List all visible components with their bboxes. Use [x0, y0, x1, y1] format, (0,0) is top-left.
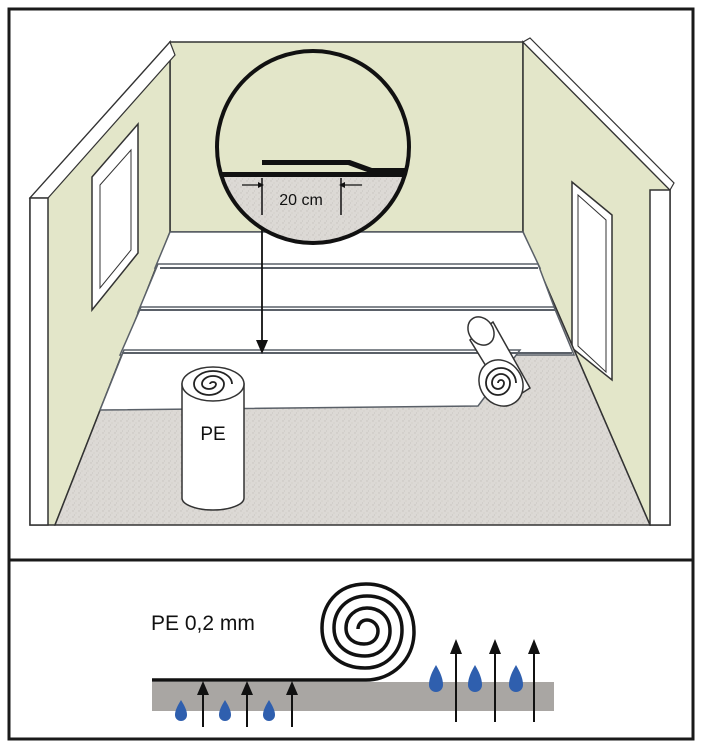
right-wall-front-edge [649, 189, 671, 526]
pe-roll-body [181, 383, 245, 511]
up-arrow-head [197, 681, 209, 695]
water-drop-icon [509, 665, 523, 692]
loupe-ring [215, 49, 411, 245]
ground-layer [152, 682, 554, 711]
right-door-panel [577, 193, 607, 374]
water-drop-icon [468, 665, 482, 692]
left-wall-front-edge [29, 197, 49, 526]
water-drop-icon [263, 700, 275, 721]
water-drop-icon [175, 700, 187, 721]
pe-roll: PE [181, 366, 245, 511]
pe-roll-top [181, 366, 245, 402]
overlap-loupe: 20 cm [215, 49, 411, 245]
up-arrow-head [241, 681, 253, 695]
rolled-film-icon [467, 316, 532, 407]
up-arrow-head [286, 681, 298, 695]
film-strip-2 [136, 263, 558, 313]
room-illustration: PE 20 cm [28, 37, 675, 526]
moisture-right [429, 639, 540, 722]
rolled-film-icon [320, 582, 416, 682]
film-thickness-label: PE 0,2 mm [151, 612, 255, 635]
overlap-dimension-label: 20 cm [279, 192, 323, 209]
up-arrow-head [528, 639, 540, 654]
left-window-pane [99, 148, 132, 290]
pointer-arrowhead-icon [256, 340, 268, 354]
pe-roll-label: PE [200, 424, 225, 445]
water-drop-icon [219, 700, 231, 721]
water-drop-icon [429, 665, 443, 692]
pe-roll-spiral-icon [193, 370, 233, 396]
right-wall-top-edge [522, 37, 675, 191]
film-strip-3 [118, 306, 576, 356]
moisture-left [175, 681, 298, 727]
cross-section: PE 0,2 mm [151, 582, 554, 727]
film-strip-4 [98, 349, 522, 411]
up-arrow-head [450, 639, 462, 654]
up-arrow-head [489, 639, 501, 654]
